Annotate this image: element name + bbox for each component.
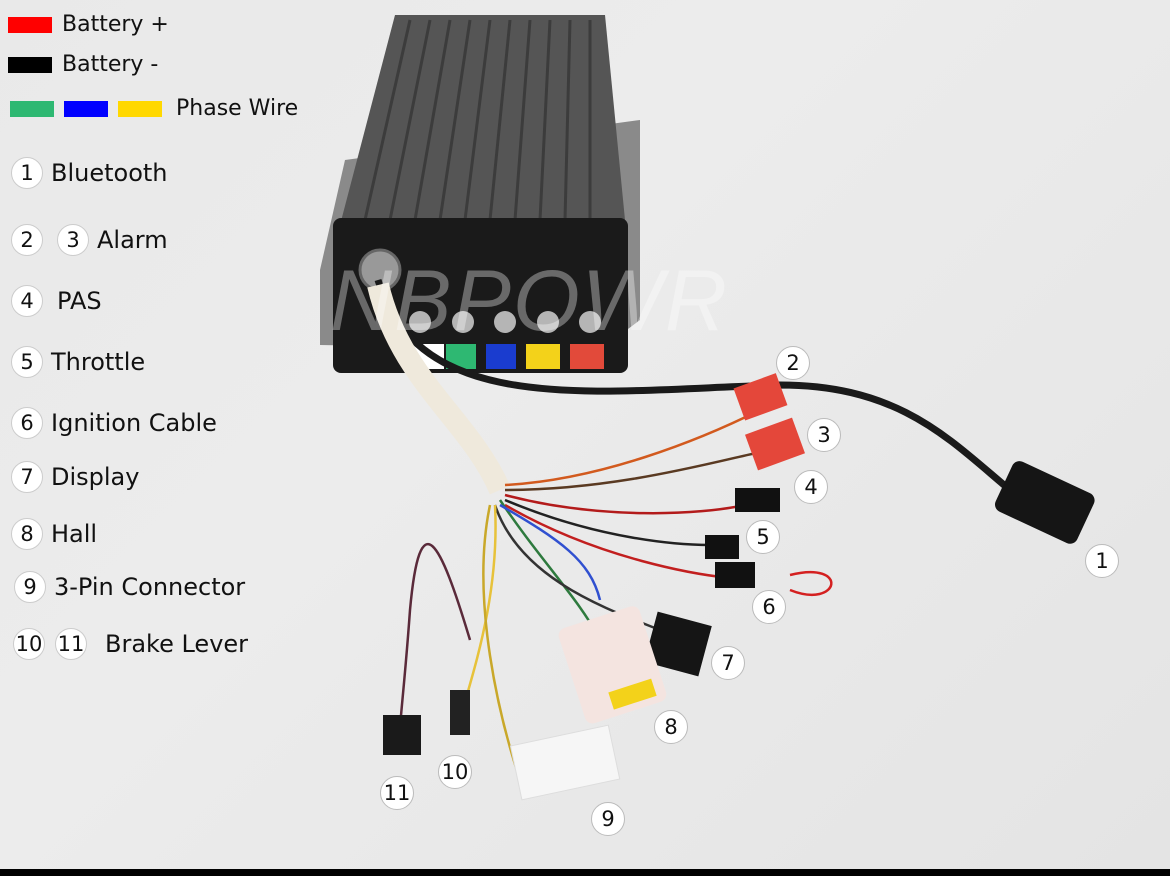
callout-7: 7: [711, 646, 745, 680]
label-text: Brake Lever: [105, 630, 249, 658]
ignition-connector: [715, 562, 755, 588]
callout-10: 10: [438, 755, 472, 789]
label-throttle: 5 Throttle: [11, 346, 145, 378]
number-badge: 2: [11, 224, 43, 256]
label-text: 3-Pin Connector: [54, 573, 246, 601]
callout-8: 8: [654, 710, 688, 744]
callout-6: 6: [752, 590, 786, 624]
callout-4: 4: [794, 470, 828, 504]
label-ignition-cable: 6 Ignition Cable: [11, 407, 217, 439]
number-badge: 5: [11, 346, 43, 378]
bluetooth-cable: [374, 278, 1013, 493]
number-badge: 9: [14, 571, 46, 603]
brake-connector-10: [450, 690, 470, 735]
phase-wire-label: Phase Wire: [176, 96, 299, 121]
legend-phase-wire: Phase Wire: [10, 96, 298, 121]
label-text: Ignition Cable: [51, 409, 217, 437]
label-3-pin-connector: 9 3-Pin Connector: [14, 571, 245, 603]
throttle-connector: [705, 535, 739, 559]
label-alarm: 2 3 Alarm: [11, 224, 168, 256]
label-display: 7 Display: [11, 461, 139, 493]
phase-green-swatch: [10, 100, 54, 117]
wire-bundle-sleeve: [367, 282, 511, 495]
callout-9: 9: [591, 802, 625, 836]
label-text: Throttle: [51, 348, 146, 376]
phase-blue-swatch: [64, 100, 108, 117]
number-badge: 7: [11, 461, 43, 493]
battery-minus-label: Battery -: [62, 52, 159, 77]
number-badge: 10: [13, 628, 45, 660]
label-text: Bluetooth: [51, 159, 168, 187]
display-connector: [644, 611, 712, 677]
battery-plus-label: Battery +: [62, 12, 169, 37]
three-pin-connector: [509, 724, 621, 801]
alarm-connector-2: [733, 373, 788, 421]
label-text: Display: [51, 463, 140, 491]
label-hall: 8 Hall: [11, 518, 97, 550]
number-badge: 4: [11, 285, 43, 317]
legend-battery-plus: Battery +: [8, 12, 169, 37]
label-text: Alarm: [97, 226, 168, 254]
usb-connector: [995, 461, 1095, 544]
label-text: Hall: [51, 520, 98, 548]
alarm-connector-3: [745, 417, 805, 471]
number-badge: 11: [55, 628, 87, 660]
number-badge: 8: [11, 518, 43, 550]
callout-2: 2: [776, 346, 810, 380]
number-badge: 1: [11, 157, 43, 189]
callout-11: 11: [380, 776, 414, 810]
label-text: PAS: [57, 287, 102, 315]
battery-plus-swatch: [8, 16, 52, 33]
callout-1: 1: [1085, 544, 1119, 578]
legend-battery-minus: Battery -: [8, 52, 158, 77]
callout-5: 5: [746, 520, 780, 554]
phase-yellow-swatch: [118, 100, 162, 117]
battery-minus-swatch: [8, 56, 52, 73]
hall-connector: [558, 606, 667, 724]
watermark: NBPOWR: [330, 253, 729, 349]
label-pas: 4 PAS: [11, 285, 102, 317]
callout-3: 3: [807, 418, 841, 452]
label-bluetooth: 1 Bluetooth: [11, 157, 168, 189]
number-badge: 6: [11, 407, 43, 439]
label-brake-lever: 10 11 Brake Lever: [13, 628, 248, 660]
pas-connector: [735, 488, 780, 512]
brake-connector-11: [383, 715, 421, 755]
bottom-border: [0, 869, 1170, 876]
controller-heatsink: [340, 15, 625, 225]
number-badge: 3: [57, 224, 89, 256]
